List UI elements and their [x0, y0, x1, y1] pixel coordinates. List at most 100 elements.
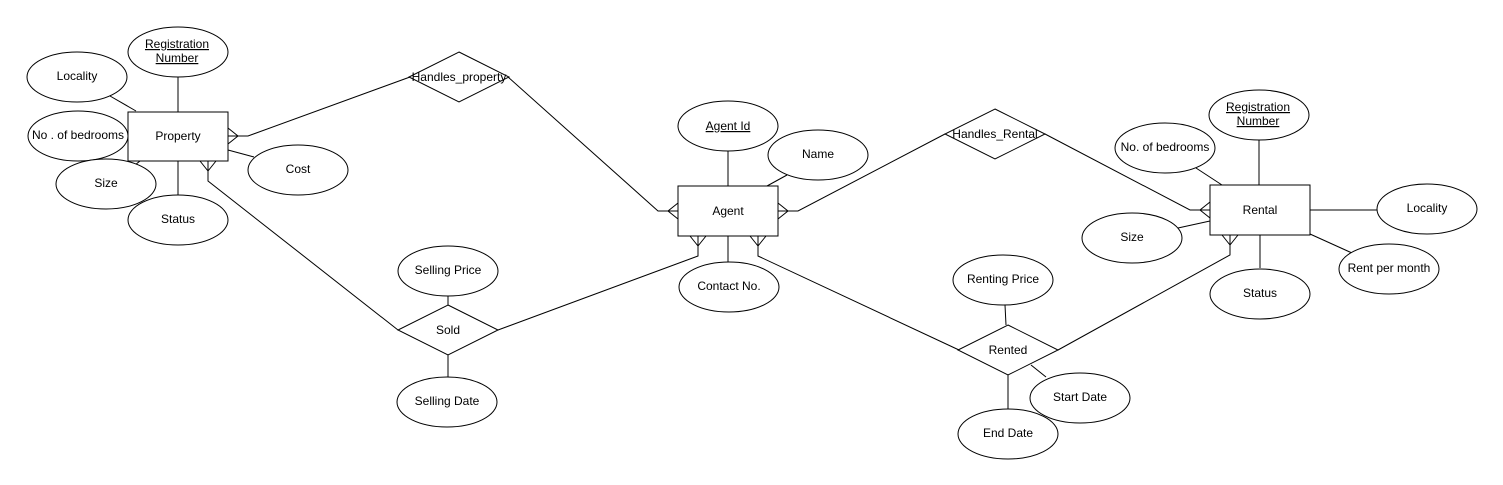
attribute-rented-renting-price[interactable]: Renting Price — [952, 254, 1054, 306]
attribute-rental-bedrooms[interactable]: No. of bedrooms — [1114, 122, 1216, 174]
attribute-rental-registration-number[interactable]: Registration Number — [1208, 89, 1310, 141]
entity-box — [127, 111, 229, 162]
attribute-label: Status — [161, 212, 195, 226]
entity-rental[interactable]: Rental — [1209, 184, 1311, 236]
attribute-ellipse — [1338, 243, 1440, 295]
crows-foot-property-handles-property — [227, 127, 239, 145]
attribute-sold-selling-date[interactable]: Selling Date — [396, 376, 498, 428]
attribute-label: Locality — [1407, 201, 1448, 215]
attribute-ellipse — [26, 51, 128, 103]
attribute-label-line-2: Number — [1237, 114, 1280, 128]
attribute-property-status[interactable]: Status — [127, 194, 229, 246]
connector-lines — [109, 76, 1377, 409]
attribute-label: Size — [1120, 230, 1144, 244]
attribute-label: Agent Id — [706, 119, 751, 133]
attribute-property-size[interactable]: Size — [55, 158, 157, 210]
relationship-diamond — [396, 304, 500, 356]
edge-rented-rental — [1057, 235, 1231, 351]
relationship-sold[interactable]: Sold — [396, 304, 500, 356]
attribute-property-cost[interactable]: Cost — [247, 144, 349, 196]
attribute-ellipse — [1081, 212, 1183, 264]
attribute-rental-locality[interactable]: Locality — [1376, 183, 1478, 235]
crows-foot-rental-rented — [1221, 234, 1239, 246]
edge-sold-agent — [497, 236, 699, 331]
attribute-ellipse — [1114, 122, 1216, 174]
entity-box — [677, 185, 779, 237]
attribute-label: Renting Price — [967, 272, 1039, 286]
attribute-label: Start Date — [1053, 390, 1107, 404]
crows-foot-property-sold — [199, 160, 217, 172]
attribute-rental-size[interactable]: Size — [1081, 212, 1183, 264]
attribute-label: Name — [802, 147, 834, 161]
attribute-agent-name[interactable]: Name — [767, 129, 869, 181]
attribute-ellipse — [1208, 89, 1310, 141]
attribute-label: End Date — [983, 426, 1033, 440]
attribute-label: Selling Price — [415, 263, 482, 277]
attribute-label: Selling Date — [415, 394, 480, 408]
relationship-label: Handles_property — [412, 70, 507, 84]
attribute-property-registration-number[interactable]: Registration Number — [127, 26, 229, 78]
edge-agent-rented — [757, 236, 960, 351]
relationship-diamond — [956, 324, 1060, 376]
relationship-handles-rental[interactable]: Handles_Rental — [943, 108, 1047, 160]
attribute-label-line-1: Registration — [1226, 100, 1290, 114]
attribute-rented-end-date[interactable]: End Date — [957, 408, 1059, 460]
edge-handles-rental-rental — [1044, 133, 1210, 211]
relationship-rented[interactable]: Rented — [956, 324, 1060, 376]
attribute-label: No . of bedrooms — [32, 128, 124, 142]
relationship-label: Handles_Rental — [952, 127, 1037, 141]
relationship-handles-property[interactable]: Handles_property — [407, 51, 511, 103]
relationship-diamond — [943, 108, 1047, 160]
attribute-label: Contact No. — [697, 279, 760, 293]
attribute-label: Cost — [286, 162, 311, 176]
edge-rental-rent-per-month — [1309, 233, 1353, 254]
attribute-ellipse — [1376, 183, 1478, 235]
attribute-label: No. of bedrooms — [1121, 140, 1210, 154]
attribute-ellipse — [952, 254, 1054, 306]
edge-rental-bedrooms — [1195, 167, 1223, 186]
edge-property-handles-property — [228, 76, 411, 137]
edge-agent-name — [766, 174, 788, 187]
crows-foot-agent-handles-property — [667, 202, 679, 220]
attribute-ellipse — [127, 194, 229, 246]
attribute-ellipse — [1209, 268, 1311, 320]
attribute-rental-status[interactable]: Status — [1209, 268, 1311, 320]
crows-foot-agent-rented — [749, 235, 767, 247]
crows-foot-markers — [199, 127, 1239, 247]
attribute-agent-contact[interactable]: Contact No. — [678, 261, 780, 313]
crows-foot-agent-handles-rental — [777, 202, 789, 220]
attribute-label: Status — [1243, 286, 1277, 300]
crows-foot-agent-sold — [689, 235, 707, 247]
edge-rented-start-date — [1030, 364, 1047, 378]
entity-label: Rental — [1243, 203, 1278, 217]
edge-property-cost — [227, 149, 255, 158]
entity-label: Property — [155, 129, 200, 143]
attribute-agent-id[interactable]: Agent Id — [677, 100, 779, 152]
attribute-ellipse — [127, 26, 229, 78]
entity-label: Agent — [712, 204, 744, 218]
relationship-label: Sold — [436, 323, 460, 337]
attribute-rented-start-date[interactable]: Start Date — [1029, 372, 1131, 424]
edge-rented-renting-price — [1004, 304, 1007, 326]
edge-rental-size — [1177, 220, 1211, 229]
entity-agent[interactable]: Agent — [677, 185, 779, 237]
edge-agent-handles-rental — [778, 133, 946, 212]
attribute-label: Rent per month — [1348, 261, 1431, 275]
attribute-sold-selling-price[interactable]: Selling Price — [397, 245, 499, 297]
attribute-property-bedrooms[interactable]: No . of bedrooms — [27, 110, 129, 162]
relationship-label: Rented — [989, 343, 1028, 357]
attribute-label-line-2: Number — [156, 51, 199, 65]
attribute-ellipse — [396, 376, 498, 428]
crows-foot-rental-handles-rental — [1199, 201, 1211, 219]
attribute-label-line-1: Registration — [145, 37, 209, 51]
attribute-label: Locality — [57, 69, 98, 83]
attribute-ellipse — [767, 129, 869, 181]
entity-property[interactable]: Property — [127, 111, 229, 162]
attribute-ellipse — [957, 408, 1059, 460]
attribute-rental-rent-per-month[interactable]: Rent per month — [1338, 243, 1440, 295]
attribute-ellipse — [678, 261, 780, 313]
entity-box — [1209, 184, 1311, 236]
attribute-property-locality[interactable]: Locality — [26, 51, 128, 103]
attribute-ellipse — [55, 158, 157, 210]
